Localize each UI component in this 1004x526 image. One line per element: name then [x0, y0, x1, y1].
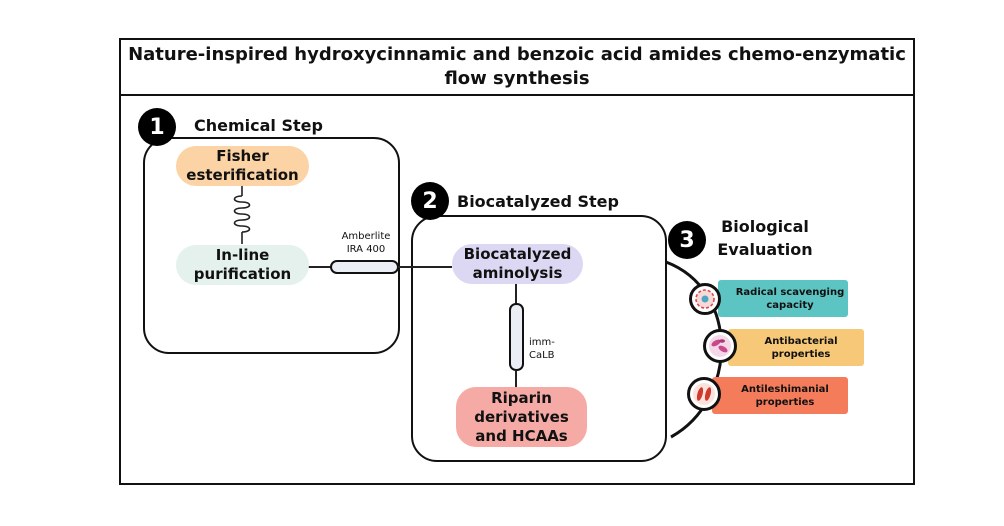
step-2-label: Biocatalyzed Step [457, 192, 619, 211]
leishmania-icon [687, 377, 721, 411]
antibacterial-box: Antibacterial properties [728, 329, 864, 366]
biocatalyzed-aminolysis-node: Biocatalyzed aminolysis [452, 244, 583, 284]
riparin-derivatives-node: Riparin derivatives and HCAAs [456, 387, 587, 447]
step-1-label: Chemical Step [194, 116, 323, 135]
step-3-label: Biological Evaluation [717, 217, 813, 259]
bacteria-icon [703, 329, 737, 363]
coil-icon [233, 186, 251, 244]
radical-scavenging-box: Radical scavenging capacity [718, 280, 848, 317]
step-3-number: 3 [668, 221, 706, 259]
step-2-number: 2 [411, 182, 449, 220]
amberlite-label: Amberlite IRA 400 [341, 231, 391, 255]
calb-column [509, 303, 524, 371]
step-1-number: 1 [138, 108, 176, 146]
fisher-esterification-node: Fisher esterification [176, 146, 309, 186]
antileshimanial-box: Antileshimanial properties [712, 377, 848, 414]
diagram-title: Nature-inspired hydroxycinnamic and benz… [119, 38, 915, 96]
amberlite-column [330, 260, 399, 274]
calb-label: imm-CaLB [529, 337, 555, 361]
radical-cell-icon [689, 283, 721, 315]
inline-purification-node: In-line purification [176, 245, 309, 285]
